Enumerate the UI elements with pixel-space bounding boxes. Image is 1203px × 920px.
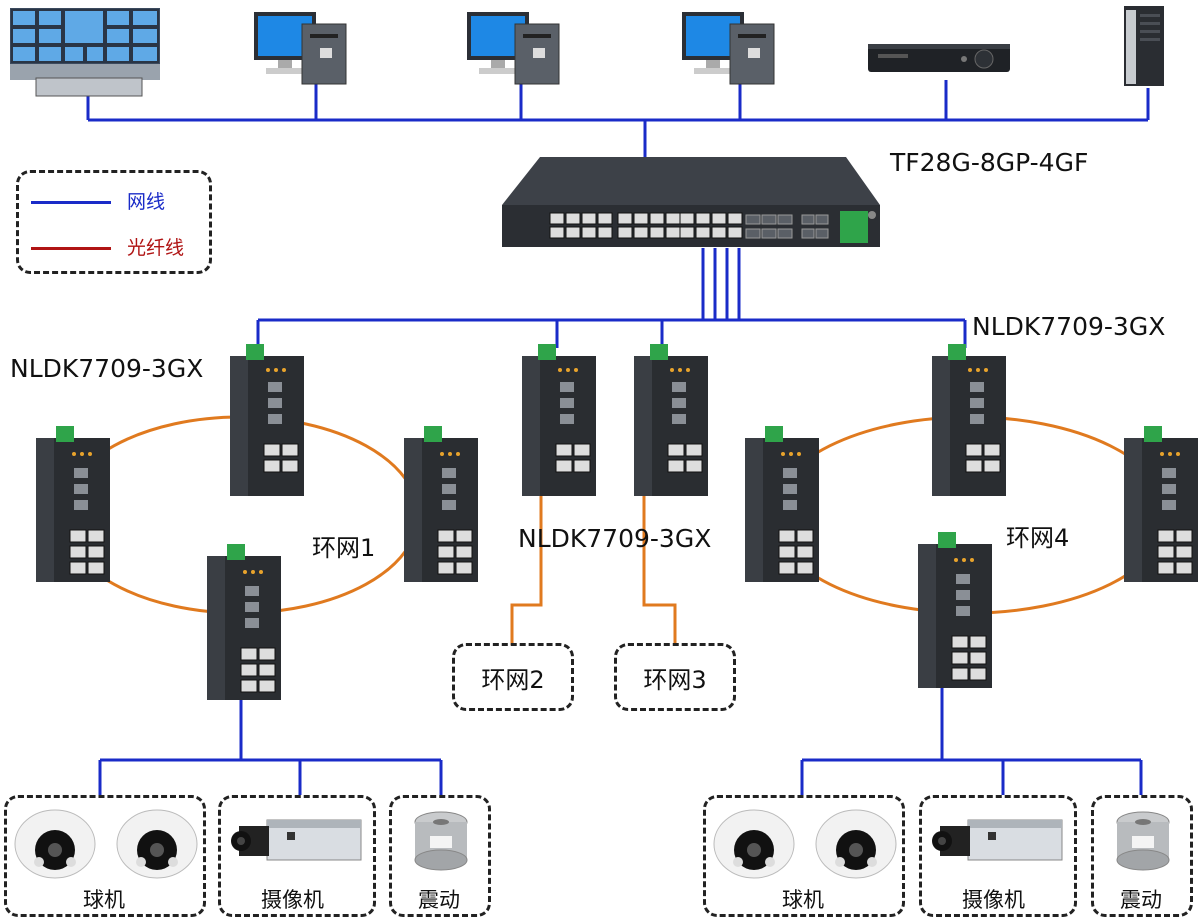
dome-camera-icon (14, 809, 96, 879)
edge-bus-right (800, 688, 1143, 795)
din-rail-switch-icon (230, 344, 304, 496)
din-rail-switch-icon (932, 344, 1006, 496)
din-rail-switch-icon (745, 426, 819, 582)
dome-camera-group: 球机 (703, 795, 905, 917)
dome-camera-label: 球机 (782, 888, 824, 912)
ring1-label: 环网1 (312, 534, 376, 562)
legend-network-label: 网线 (127, 191, 166, 213)
dome-camera-label: 球机 (83, 888, 125, 912)
middle-switch-model-label: NLDK7709-3GX (518, 524, 712, 553)
legend-fiber-label: 光纤线 (127, 237, 185, 259)
ring4-switch-model-label: NLDK7709-3GX (972, 312, 1166, 341)
legend-box: 网线 光纤线 (16, 170, 212, 274)
ring2-label: 环网2 (481, 665, 545, 694)
server-icon (1124, 6, 1164, 86)
vibration-sensor-group: 震动 (1091, 795, 1193, 917)
din-rail-switch-icon (1124, 426, 1198, 582)
ring4-label: 环网4 (1006, 524, 1070, 552)
dome-camera-group: 球机 (4, 795, 206, 917)
din-rail-switch-icon (207, 544, 281, 700)
ring3-label: 环网3 (643, 665, 707, 694)
core-switch-model-label: TF28G-8GP-4GF (890, 148, 1089, 177)
ring2-box: 环网2 (452, 643, 574, 711)
rack-switch-icon (502, 157, 880, 247)
box-camera-group: 摄像机 (218, 795, 376, 917)
edge-bus-left (98, 700, 443, 795)
fiber-cable-swatch (31, 247, 111, 250)
din-rail-switch-icon (634, 344, 708, 496)
vibration-sensor-icon (414, 811, 468, 871)
din-rail-switch-icon (404, 426, 478, 582)
computer-icon (682, 12, 775, 85)
din-rail-switch-icon (918, 532, 992, 688)
dome-camera-icon (815, 809, 897, 879)
din-rail-switch-icon (522, 344, 596, 496)
box-camera-icon (932, 819, 1063, 861)
core-downlinks (256, 248, 967, 348)
vibration-sensor-icon (1116, 811, 1170, 871)
vibration-sensor-label: 震动 (418, 888, 460, 912)
computer-icon (467, 12, 560, 85)
video-wall-icon (10, 8, 160, 97)
ring3-box: 环网3 (614, 643, 736, 711)
box-camera-label: 摄像机 (962, 888, 1025, 912)
network-cable-swatch (31, 201, 111, 204)
ring1-switch-model-label: NLDK7709-3GX (10, 354, 204, 383)
dome-camera-icon (713, 809, 795, 879)
nvr-icon (868, 44, 1010, 72)
dome-camera-icon (116, 809, 198, 879)
box-camera-icon (231, 819, 362, 861)
din-rail-switch-icon (36, 426, 110, 582)
computer-icon (254, 12, 347, 85)
vibration-sensor-group: 震动 (389, 795, 491, 917)
vibration-sensor-label: 震动 (1120, 888, 1162, 912)
box-camera-group: 摄像机 (919, 795, 1077, 917)
box-camera-label: 摄像机 (261, 888, 324, 912)
